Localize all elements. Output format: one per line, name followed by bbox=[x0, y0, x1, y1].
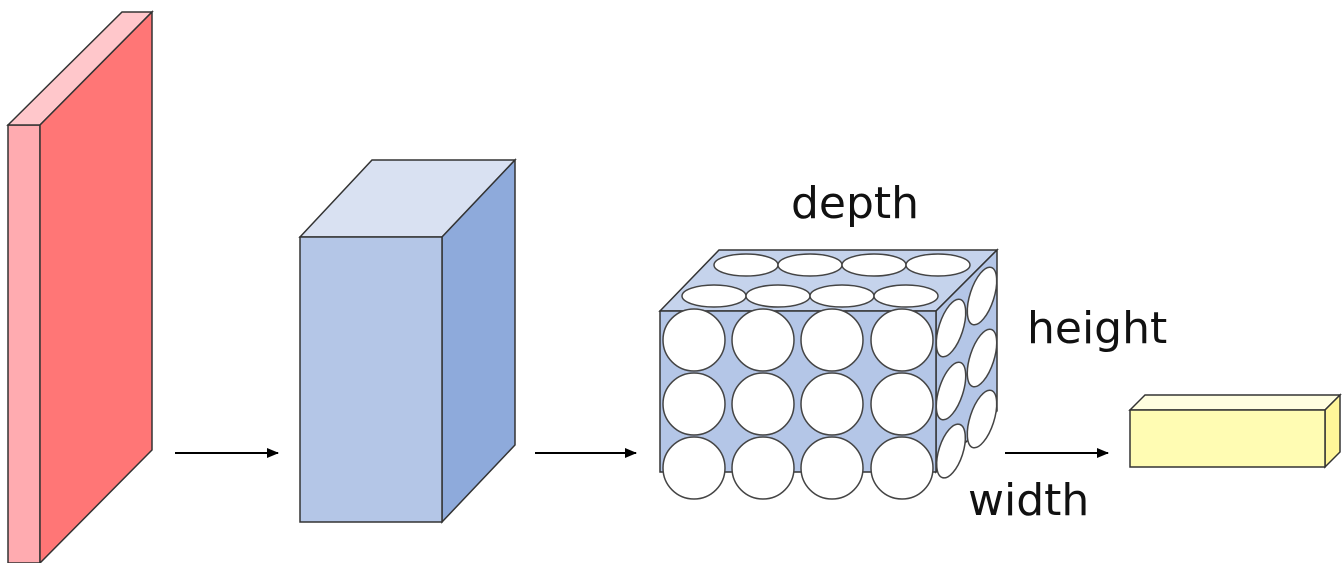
neuron bbox=[870, 436, 934, 500]
output-layer-front bbox=[1129, 409, 1326, 468]
neuron bbox=[745, 284, 811, 308]
input-layer-front bbox=[39, 10, 153, 563]
neuron bbox=[935, 361, 967, 421]
output-layer-top bbox=[1128, 394, 1342, 411]
neuron bbox=[731, 436, 795, 500]
neuron bbox=[935, 298, 967, 358]
neuron bbox=[713, 253, 779, 277]
height-label: height bbox=[1027, 303, 1167, 354]
neuron bbox=[870, 372, 934, 436]
neuron bbox=[905, 253, 971, 277]
input-layer bbox=[6, 10, 154, 563]
neuron bbox=[966, 328, 998, 388]
hidden-layer-block bbox=[298, 158, 517, 524]
neuron bbox=[731, 372, 795, 436]
neuron bbox=[681, 284, 747, 308]
neuron bbox=[800, 308, 864, 372]
front-neurons bbox=[662, 308, 934, 500]
neuron bbox=[841, 253, 907, 277]
side-neurons bbox=[935, 266, 998, 479]
output-layer bbox=[1128, 393, 1342, 469]
neuron bbox=[873, 284, 939, 308]
hidden-layer-front bbox=[299, 236, 443, 523]
input-layer-side bbox=[7, 124, 41, 563]
depth-label: depth bbox=[791, 178, 919, 229]
neuron bbox=[662, 372, 726, 436]
neuron bbox=[800, 436, 864, 500]
neuron bbox=[870, 308, 934, 372]
neuron bbox=[800, 372, 864, 436]
neuron bbox=[662, 436, 726, 500]
width-label: width bbox=[968, 475, 1089, 526]
top-neurons bbox=[681, 253, 971, 308]
neuron bbox=[935, 423, 967, 479]
neuron bbox=[966, 266, 998, 326]
neuron bbox=[966, 389, 998, 449]
neuron bbox=[662, 308, 726, 372]
neuron-volume bbox=[658, 248, 999, 500]
neuron bbox=[777, 253, 843, 277]
neuron bbox=[809, 284, 875, 308]
neuron bbox=[731, 308, 795, 372]
